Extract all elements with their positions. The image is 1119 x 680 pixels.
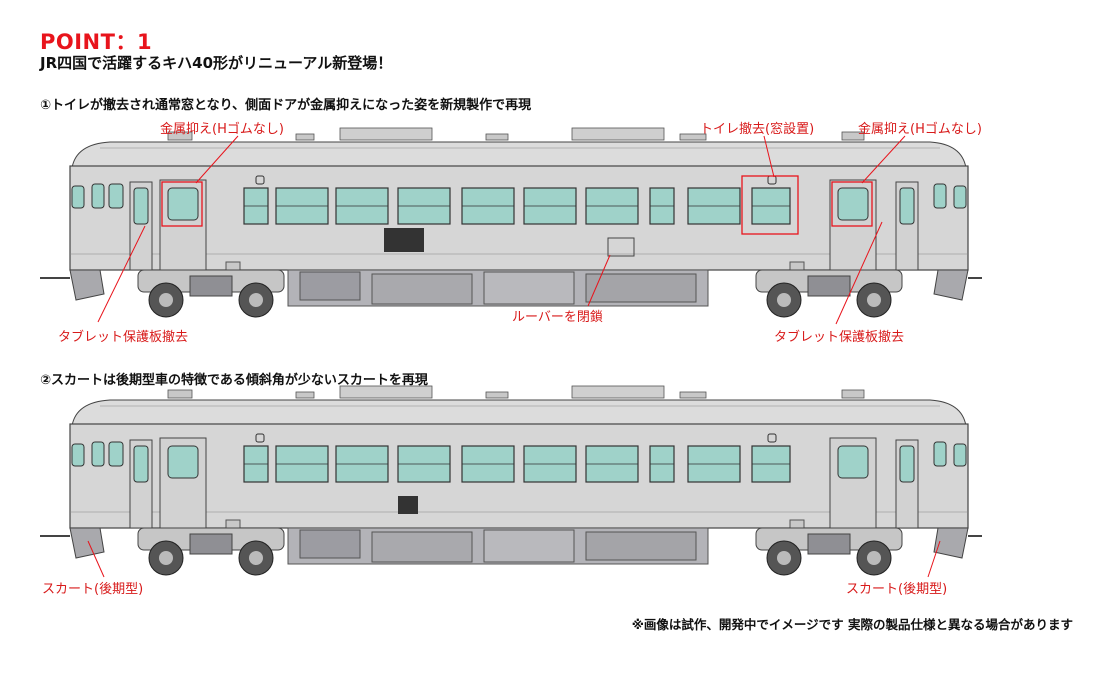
railcar-illustration-2 [39, 385, 983, 576]
callout-metal-retainer-right: 金属抑え(Hゴムなし) [858, 122, 982, 137]
section-1-heading: ①トイレが撤去され通常窓となり、側面ドアが金属抑えになった姿を新規製作で再現 [40, 98, 532, 113]
front-panel [398, 496, 418, 514]
callout-tablet-plate-right: タブレット保護板撤去 [774, 330, 905, 345]
louver-box [607, 237, 635, 257]
callout-skirt-left: スカート(後期型) [42, 582, 144, 597]
louver-panel [384, 228, 424, 252]
highlight-door-right [831, 181, 873, 227]
highlight-boxes [161, 175, 873, 235]
callout-metal-retainer-left: 金属抑え(Hゴムなし) [160, 122, 284, 137]
callout-tablet-plate-left: タブレット保護板撤去 [58, 330, 189, 345]
callout-louver-closed: ルーバーを閉鎖 [512, 310, 603, 325]
highlight-toilet-window [741, 175, 799, 235]
point-title: POINT：1 [40, 30, 153, 54]
highlight-door-left [161, 181, 203, 227]
headline: JR四国で活躍するキハ40形がリニューアル新登場！ [40, 54, 393, 72]
callout-skirt-right: スカート(後期型) [846, 582, 948, 597]
leader-lines [87, 135, 941, 578]
railcar-illustration-1 [39, 127, 983, 318]
callout-toilet-removed: トイレ撤去(窓設置) [700, 122, 815, 137]
disclaimer: ※画像は試作、開発中でイメージです 実際の製品仕様と異なる場合があります [631, 617, 1073, 632]
section-2-heading: ②スカートは後期型車の特徴である傾斜角が少ないスカートを再現 [40, 373, 428, 388]
